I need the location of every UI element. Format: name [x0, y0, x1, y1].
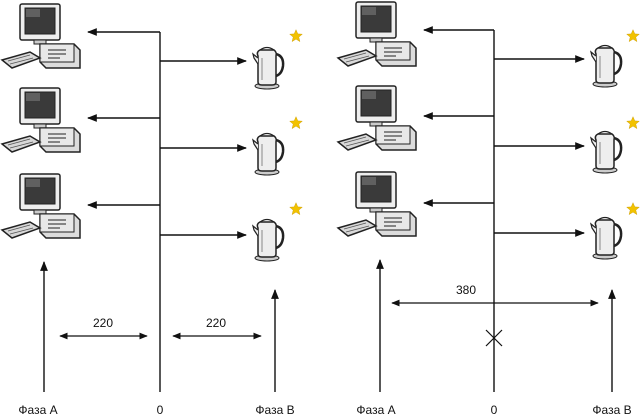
computer-icon — [1, 87, 81, 153]
star-icon — [626, 116, 640, 129]
star-icon — [289, 202, 303, 215]
computer-icon — [337, 1, 417, 67]
cross-mark-icon — [485, 329, 503, 347]
computer-icon — [337, 85, 417, 151]
voltage-label-right: 380 — [456, 283, 476, 297]
phase-a-label: Фаза А — [356, 403, 395, 417]
computer-icon — [1, 3, 81, 69]
computer-icon — [1, 173, 81, 239]
phase-a-label: Фаза А — [18, 403, 57, 417]
star-icon — [626, 29, 640, 42]
kettle-icon — [590, 216, 623, 260]
phase-b-label: Фаза В — [255, 403, 294, 417]
star-icon — [289, 116, 303, 129]
left-circuit: 220 220 Фаза А 0 Фаза В — [1, 3, 303, 417]
kettle-icon — [252, 46, 285, 90]
neutral-label: 0 — [157, 403, 164, 417]
computer-icon — [337, 171, 417, 237]
phase-b-label: Фаза В — [592, 403, 631, 417]
voltage-label-left-b: 220 — [206, 316, 226, 330]
right-circuit: 380 Фаза А 0 Фаза В — [337, 1, 640, 417]
neutral-label: 0 — [491, 403, 498, 417]
voltage-label-left-a: 220 — [93, 316, 113, 330]
kettle-icon — [590, 44, 623, 88]
star-icon — [626, 202, 640, 215]
kettle-icon — [252, 132, 285, 176]
kettle-icon — [590, 130, 623, 174]
kettle-icon — [252, 218, 285, 262]
star-icon — [289, 29, 303, 42]
